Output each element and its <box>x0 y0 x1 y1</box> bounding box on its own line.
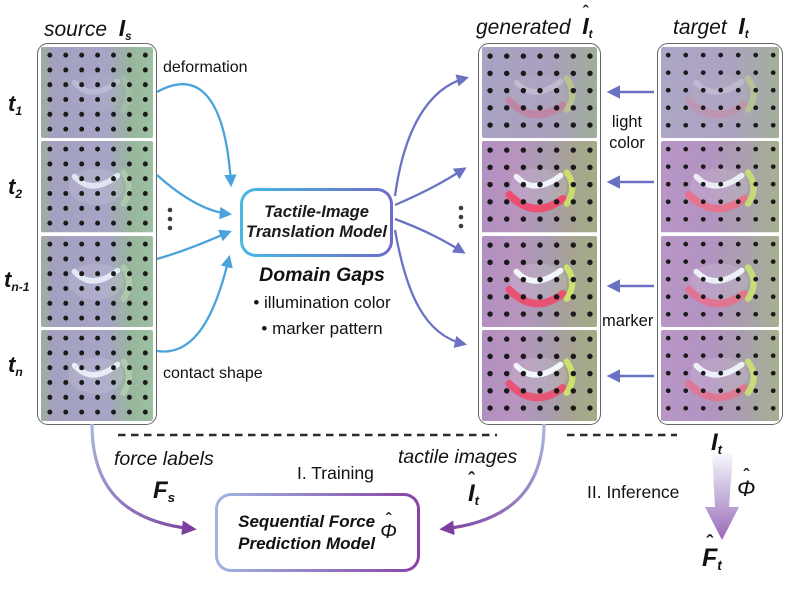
deformation-arrow <box>156 83 237 188</box>
inference-stage-label: II. Inference <box>587 482 680 502</box>
translation-model-box: Tactile-Image Translation Model <box>240 188 393 257</box>
ellipsis-source <box>167 207 173 231</box>
tactile-images-text: tactile images <box>398 446 518 468</box>
force-labels-arrow <box>90 423 197 536</box>
tactile-image-target-3 <box>661 235 779 327</box>
model-output-arrow-1 <box>393 74 470 197</box>
tactile-image-generated-4 <box>482 329 597 421</box>
force-labels-text: force labels <box>114 448 214 470</box>
inference-input-symbol: It <box>711 429 723 458</box>
contact-shape-label: contact shape <box>163 365 263 382</box>
timestep-label-tn: tn <box>8 352 23 379</box>
target-label: target <box>673 16 727 39</box>
tactile-image-target-2 <box>661 141 779 233</box>
tactile-image-generated-2 <box>482 141 597 233</box>
tactile-image-target-1 <box>661 47 779 139</box>
tactile-image-source-t2 <box>41 141 153 233</box>
tactile-image-target-4 <box>661 329 779 421</box>
contact-shape-arrow <box>156 254 233 353</box>
source-column-header: source Is <box>44 15 132 43</box>
tactile-image-source-tn-1 <box>41 235 153 327</box>
target-symbol: I <box>738 13 745 39</box>
marker-label: marker <box>602 312 654 330</box>
source-t2-arrow <box>156 174 233 220</box>
generated-symbol: I <box>582 13 589 39</box>
domain-gap-item-2: • marker pattern <box>261 318 383 338</box>
timestep-label-tn-1: tn-1 <box>4 267 30 294</box>
source-symbol: I <box>118 15 126 41</box>
sequential-box-line2: Prediction Model <box>238 533 376 553</box>
target-image-stack <box>657 43 783 425</box>
ellipsis-generated <box>458 205 464 229</box>
training-stage-label: I. Training <box>297 463 374 483</box>
generated-label: generated <box>476 16 571 39</box>
source-image-stack <box>37 43 157 425</box>
generated-image-stack <box>478 43 601 425</box>
tactile-image-source-t1 <box>41 47 153 139</box>
tactile-image-generated-3 <box>482 235 597 327</box>
timestep-label-t2: t2 <box>8 174 23 201</box>
domain-gaps-block: Domain Gaps • illumination color • marke… <box>232 264 412 341</box>
model-output-arrow-3 <box>394 217 466 254</box>
model-output-arrow-2 <box>394 167 467 207</box>
inference-arrow <box>705 453 739 540</box>
sequential-box-line1: Sequential Force <box>238 512 376 532</box>
light-color-label: light color <box>609 113 645 153</box>
source-label: source <box>44 18 108 41</box>
domain-gaps-title: Domain Gaps <box>259 264 385 286</box>
tactile-images-arrow <box>439 423 546 536</box>
source-tn-1-arrow <box>156 229 232 261</box>
translation-model-line2: Translation Model <box>246 222 387 241</box>
translation-model-line1: Tactile-Image <box>264 202 369 221</box>
domain-gap-item-1: • illumination color <box>253 293 391 312</box>
tactile-image-generated-1 <box>482 47 597 139</box>
source-to-model-arrows <box>156 83 237 353</box>
target-column-header: target It <box>673 13 749 41</box>
tactile-image-source-tn <box>41 329 153 421</box>
timestep-label-t1: t1 <box>8 91 23 118</box>
hat-accent: ˆ <box>582 2 589 21</box>
force-symbol: Fs <box>153 477 176 506</box>
deformation-label: deformation <box>163 59 248 76</box>
